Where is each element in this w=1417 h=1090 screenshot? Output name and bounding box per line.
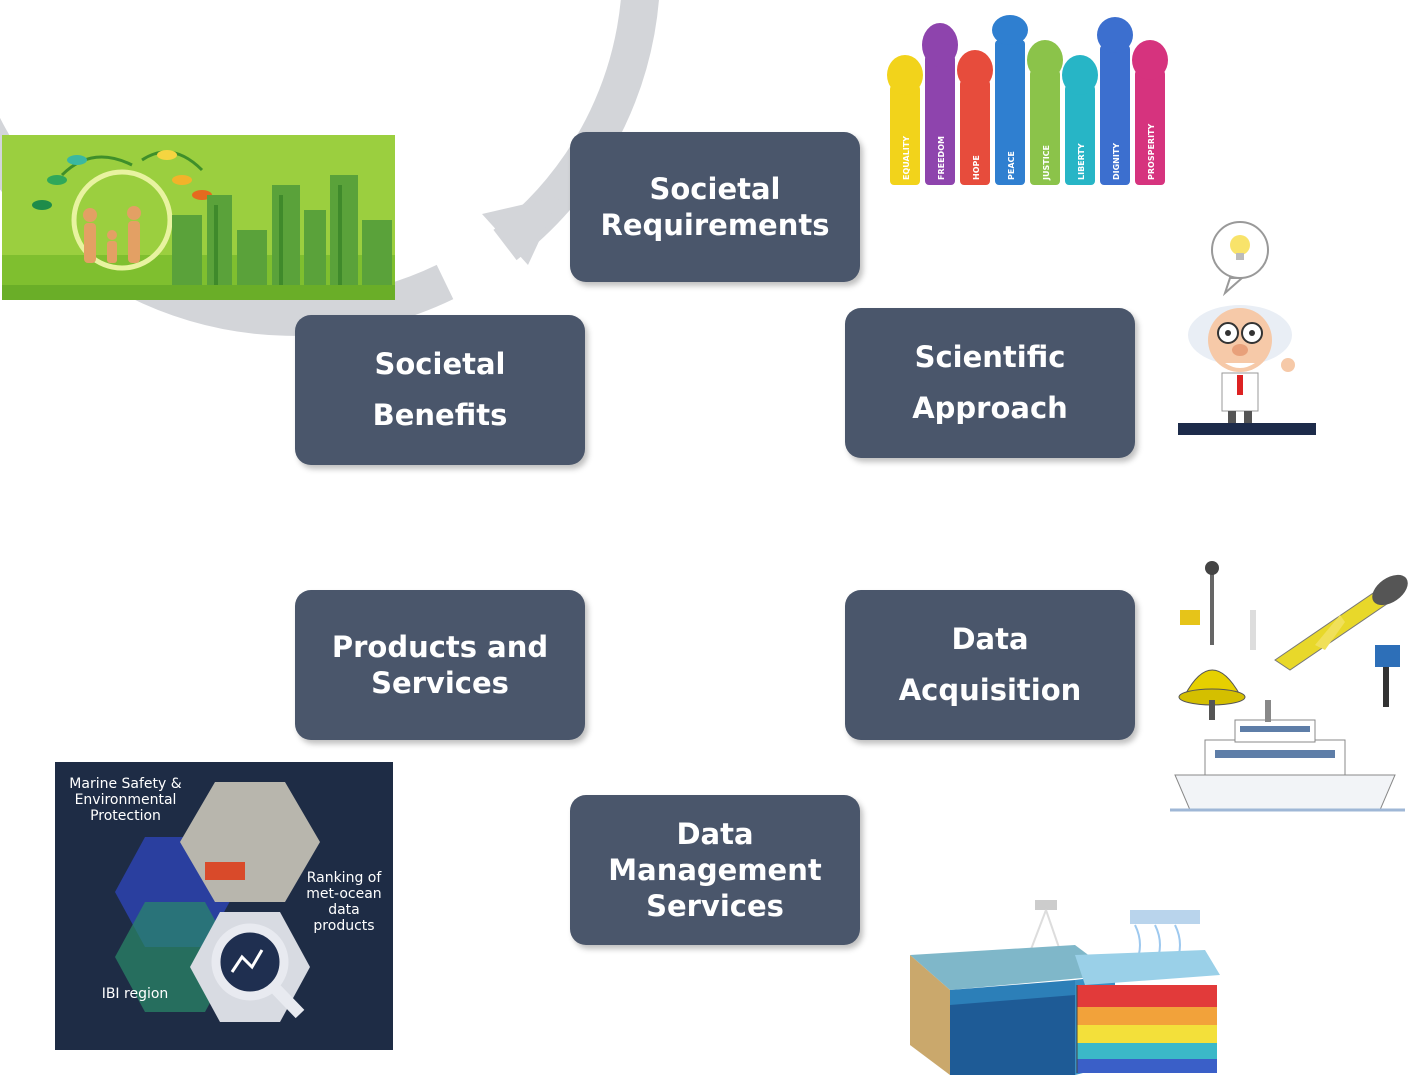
cycle-arrowhead	[482, 196, 560, 265]
node-label: Acquisition	[898, 673, 1082, 707]
node-label: Services	[646, 889, 784, 924]
node-label: Societal	[649, 171, 781, 206]
node-label: Benefits	[372, 398, 508, 432]
hand-word: JUSTICE	[1042, 145, 1051, 181]
hand-word: EQUALITY	[902, 136, 911, 180]
panel-region: IBI region	[101, 986, 169, 1002]
scientist-illustration	[1178, 221, 1316, 435]
node-societal-requirements: Societal Requirements	[570, 132, 860, 282]
panel-ranking: Ranking of met-ocean data products	[306, 870, 382, 935]
hand-word: PROSPERITY	[1147, 123, 1156, 180]
node-societal-benefits: Societal Benefits	[295, 315, 585, 465]
node-scientific-approach: Scientific Approach	[845, 308, 1135, 458]
hand-word: PEACE	[1007, 151, 1016, 180]
node-label: Societal	[374, 347, 506, 382]
raised-hands-illustration: EQUALITY FREEDOM HOPE PEACE JUSTICE LIBE…	[887, 15, 1168, 185]
hand-word: DIGNITY	[1112, 143, 1121, 180]
node-products-and-services: Products and Services	[295, 590, 585, 740]
hand-word: LIBERTY	[1077, 143, 1086, 180]
node-label: Products and	[331, 629, 549, 664]
hand-word: HOPE	[972, 155, 981, 180]
ocean-instruments-illustration	[1170, 561, 1408, 812]
node-data-acquisition: Data Acquisition	[845, 590, 1135, 740]
panel-hexagons	[115, 782, 320, 1022]
node-data-management-services: Data Management Services	[570, 795, 860, 945]
marine-safety-panel: Marine Safety & Environmental Protection…	[55, 762, 393, 1050]
node-label: Services	[371, 666, 509, 700]
node-label: Data Management	[608, 816, 822, 887]
node-label: Requirements	[600, 208, 830, 242]
green-city-illustration	[2, 135, 395, 300]
node-label: Approach	[912, 391, 1068, 425]
node-label: Data	[951, 622, 1029, 657]
panel-title: Marine Safety & Environmental Protection	[69, 776, 182, 825]
ocean-block-illustration	[910, 900, 1220, 1075]
hand-word: FREEDOM	[937, 136, 946, 180]
node-label: Scientific	[914, 340, 1066, 375]
